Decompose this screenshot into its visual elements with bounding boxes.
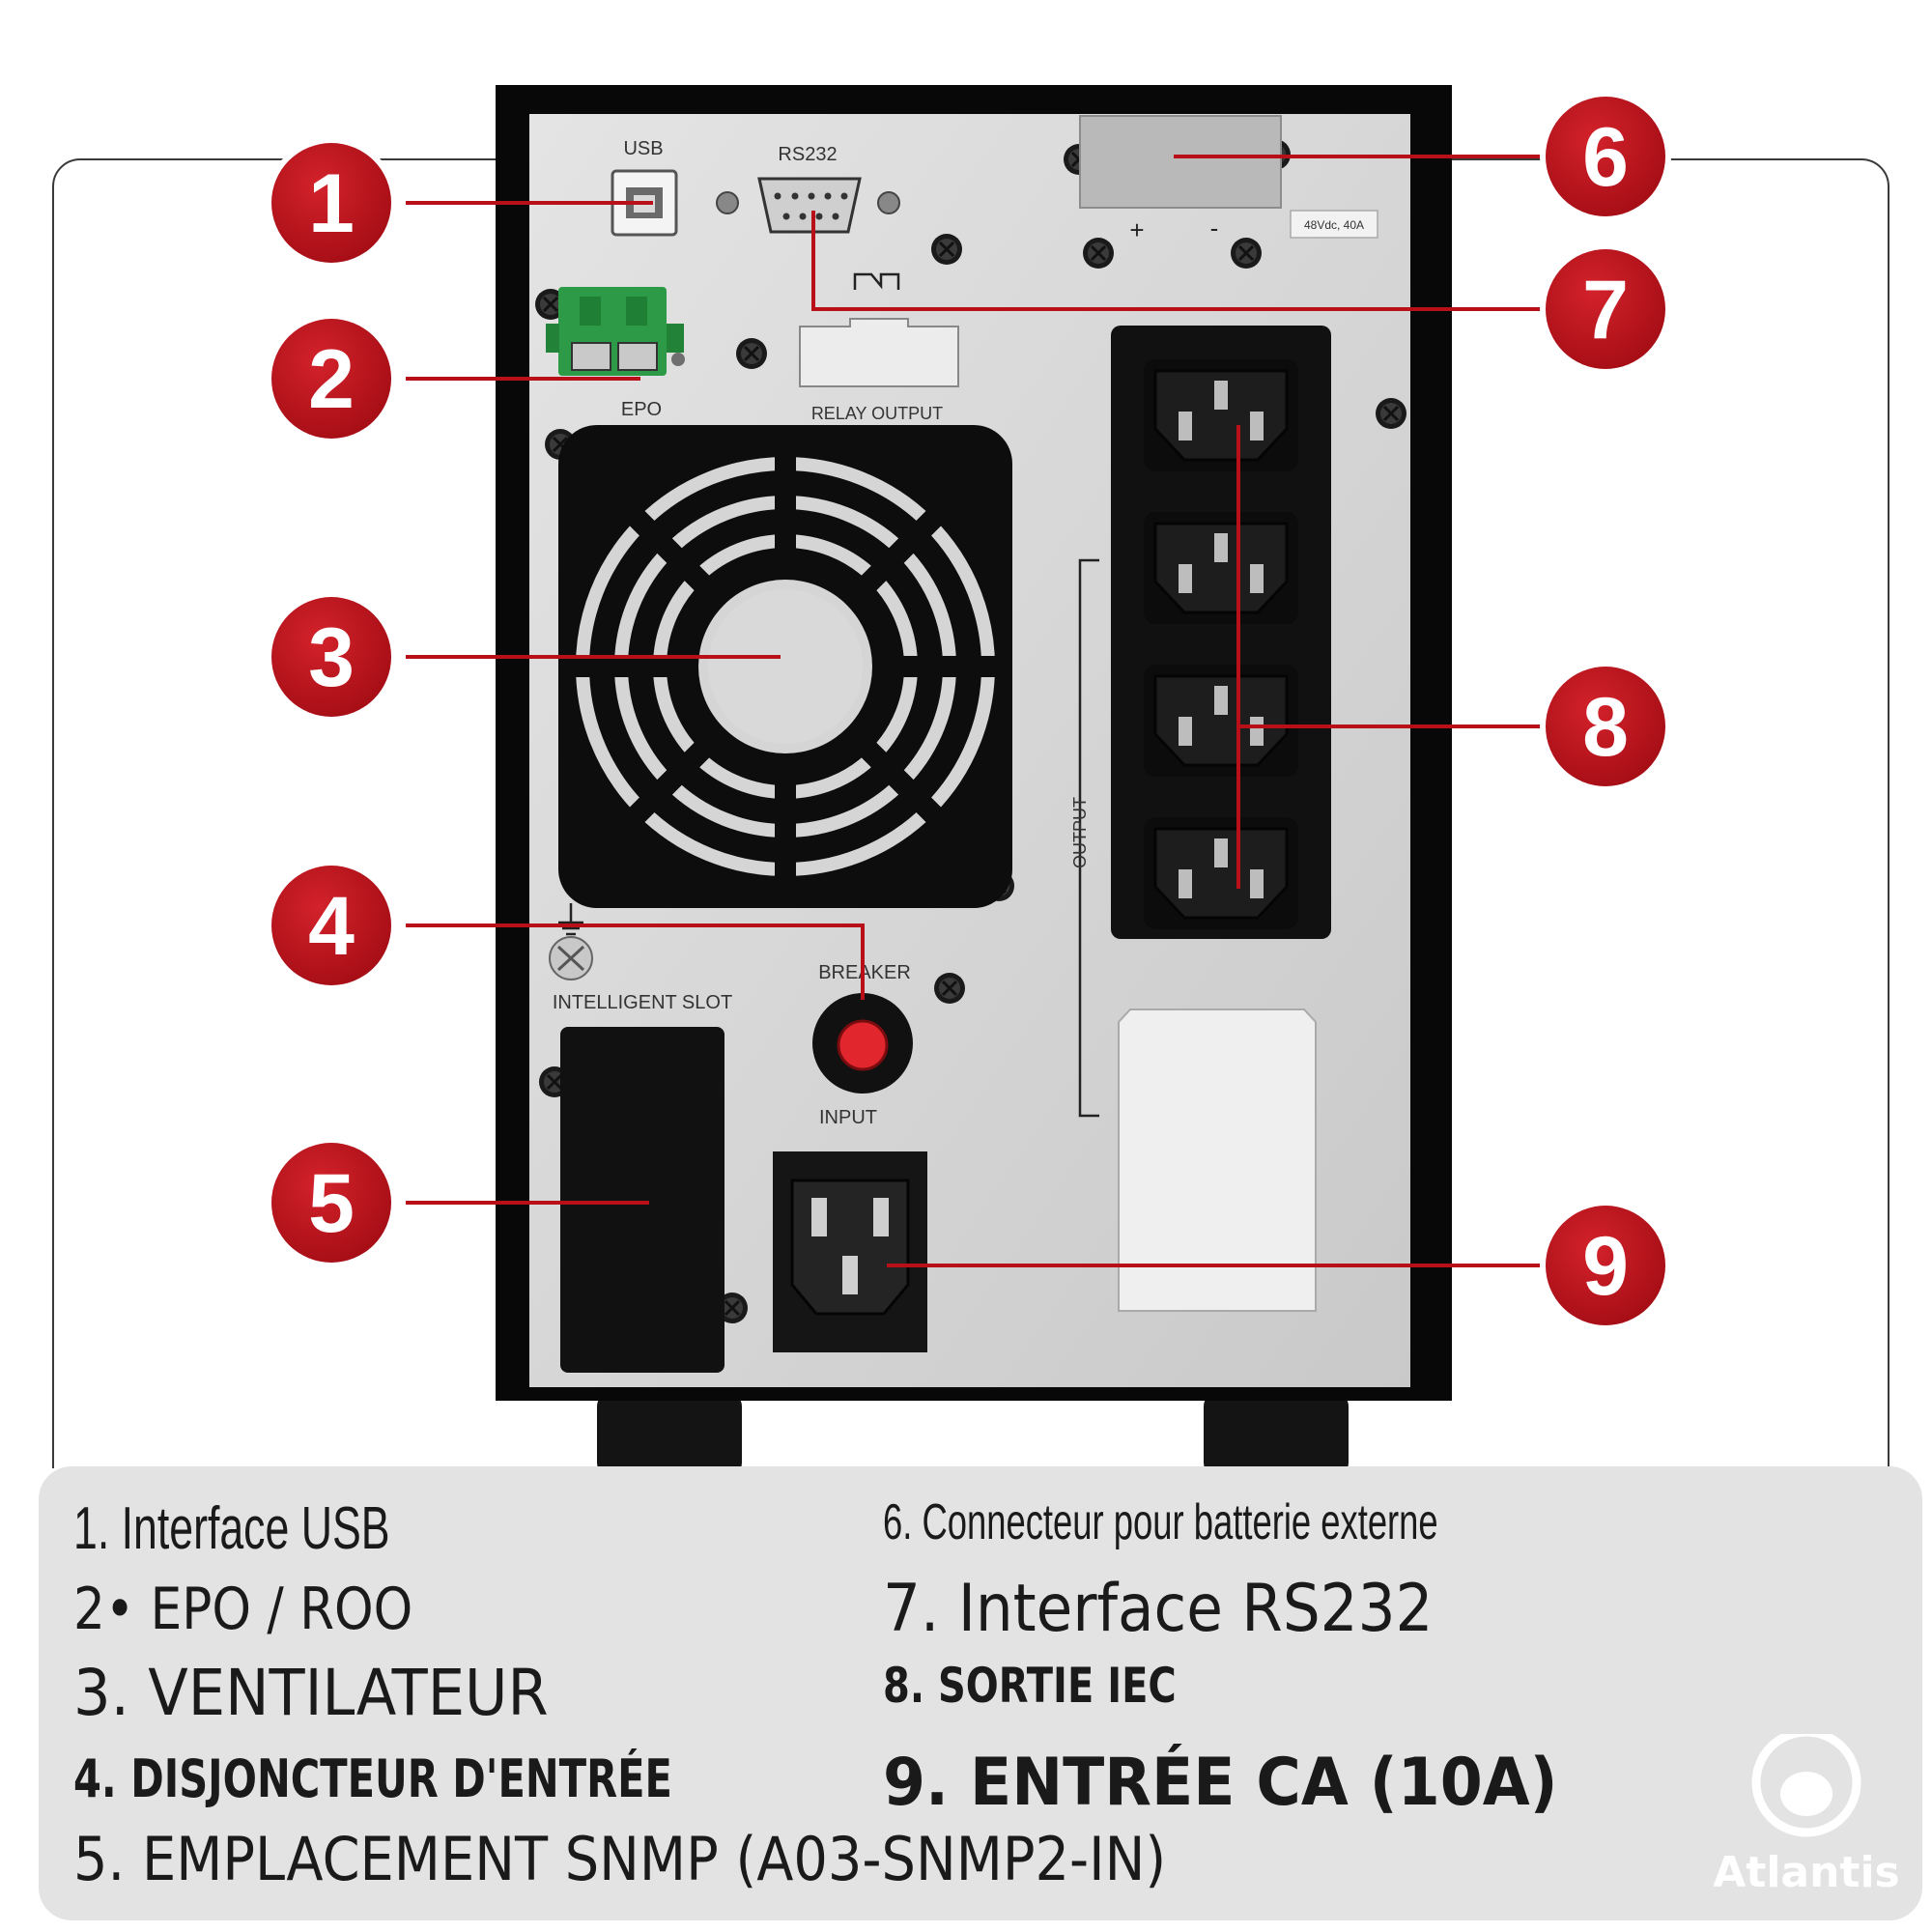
- legend-item-8: 8. SORTIE IEC: [883, 1658, 1177, 1714]
- input-label: INPUT: [819, 1107, 877, 1128]
- callout-8: 8: [1540, 661, 1671, 792]
- callout-9: 9: [1540, 1200, 1671, 1331]
- ac-input-socket: [773, 1151, 927, 1352]
- cooling-fan: [558, 425, 1012, 908]
- ups-rear-panel-diagram: USB RS232 RELAY OUTPUT EPO + - 48Vdc, 40…: [52, 85, 1889, 1468]
- battery-plus-label: +: [1129, 215, 1144, 244]
- legend-item-5: 5. EMPLACEMENT SNMP (A03-SNMP2-IN): [73, 1824, 1167, 1894]
- svg-text:9: 9: [1582, 1220, 1629, 1313]
- ground-terminal: [549, 903, 593, 980]
- usb-port: [611, 169, 678, 237]
- epo-label: EPO: [621, 399, 662, 420]
- callout-5: 5: [266, 1137, 397, 1268]
- svg-text:6: 6: [1582, 111, 1629, 204]
- callout-4: 4: [266, 860, 397, 991]
- legend-item-7: 7. Interface RS232: [883, 1571, 1434, 1647]
- svg-text:7: 7: [1582, 264, 1629, 356]
- atlantis-logo: Atlantis: [1710, 1734, 1903, 1927]
- relay-output-cover: [799, 318, 959, 387]
- intelligent-slot-label: INTELLIGENT SLOT: [553, 992, 732, 1013]
- legend-item-9: 9. ENTRÉE CA (10A): [883, 1745, 1558, 1821]
- svg-text:3: 3: [308, 611, 355, 704]
- relay-symbol: [853, 272, 900, 290]
- legend-item-6: 6. Connecteur pour batterie externe: [883, 1494, 1438, 1550]
- svg-text:2: 2: [308, 333, 355, 426]
- output-label: OUTPUT: [1070, 797, 1090, 868]
- callout-6: 6: [1540, 91, 1671, 222]
- callout-3: 3: [266, 591, 397, 723]
- svg-text:1: 1: [308, 157, 355, 250]
- iec-outlet-group: [1111, 326, 1331, 939]
- output-bracket: [1078, 558, 1099, 1118]
- callout-7: 7: [1540, 243, 1671, 375]
- battery-minus-label: -: [1210, 213, 1219, 242]
- legend-item-2: 2• EPO / ROO: [73, 1576, 413, 1643]
- battery-rating-sticker: [1290, 210, 1378, 239]
- epo-connector: [546, 287, 685, 376]
- blank-label-plate: [1118, 1009, 1317, 1312]
- svg-text:5: 5: [308, 1157, 355, 1250]
- callout-1: 1: [266, 137, 397, 269]
- usb-label: USB: [623, 138, 663, 159]
- svg-text:8: 8: [1582, 681, 1629, 774]
- battery-connector-plate: [1079, 115, 1282, 209]
- legend-panel: [39, 1466, 1922, 1920]
- atlantis-logo-mark: [1751, 1734, 1861, 1837]
- battery-rating: 48Vdc, 40A: [1304, 218, 1364, 232]
- foot-left: [597, 1391, 742, 1468]
- rs232-port: [716, 177, 900, 234]
- callout-leader-lines: [406, 155, 1550, 1267]
- rs232-label: RS232: [778, 144, 837, 165]
- svg-text:4: 4: [308, 880, 355, 973]
- legend-item-4: 4. DISJONCTEUR D'ENTRÉE: [73, 1748, 672, 1809]
- legend-item-3: 3. VENTILATEUR: [73, 1656, 549, 1730]
- callout-2: 2: [266, 313, 397, 444]
- relay-output-label: RELAY OUTPUT: [811, 404, 943, 423]
- foot-right: [1204, 1391, 1349, 1468]
- input-breaker: [812, 993, 913, 1094]
- legend-item-1: 1. Interface USB: [73, 1495, 390, 1562]
- brand-name: Atlantis: [1713, 1848, 1900, 1897]
- snmp-slot-cover: [560, 1027, 724, 1373]
